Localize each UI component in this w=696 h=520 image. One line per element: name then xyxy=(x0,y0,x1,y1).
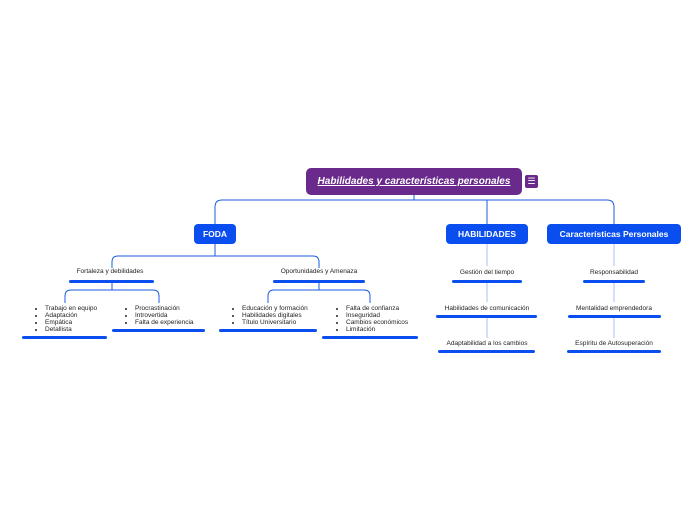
caracteristica-item-underline xyxy=(567,350,661,353)
caracteristica-item[interactable]: Mentalidad emprendedora xyxy=(563,305,665,312)
caracteristica-item-underline xyxy=(568,315,661,318)
subtopic-oportunidades[interactable]: Oportunidades y Amenaza xyxy=(270,268,368,275)
habilidad-item[interactable]: Gestión del tiempo xyxy=(436,269,538,276)
subtopic-oportunidades-underline xyxy=(273,280,365,283)
list-item: Detallista xyxy=(45,326,97,333)
list-item: Empática xyxy=(45,319,97,326)
topic-foda-label: FODA xyxy=(202,229,228,239)
subtopic-fortaleza[interactable]: Fortaleza y debilidades xyxy=(56,268,164,275)
list-item: Habilidades digitales xyxy=(242,312,308,319)
list-oportunidades-underline xyxy=(219,329,317,332)
subtopic-fortaleza-label: Fortaleza y debilidades xyxy=(76,268,144,275)
habilidad-item-label: Gestión del tiempo xyxy=(459,269,515,276)
caracteristica-item[interactable]: Espíritu de Autosuperación xyxy=(563,340,665,347)
list-item: Educación y formación xyxy=(242,305,308,312)
caracteristica-item-label: Mentalidad emprendedora xyxy=(576,305,652,312)
topic-habilidades-label: HABILIDADES xyxy=(457,229,517,239)
central-topic-label: Habilidades y características personales xyxy=(317,176,511,187)
list-item: Limitación xyxy=(346,326,408,333)
subtopic-oportunidades-label: Oportunidades y Amenaza xyxy=(280,268,358,275)
list-amenazas[interactable]: Falta de confianza Inseguridad Cambios e… xyxy=(324,305,408,333)
list-item: Inseguridad xyxy=(346,312,408,319)
list-item: Falta de experiencia xyxy=(135,319,194,326)
habilidad-item-underline xyxy=(438,350,535,353)
habilidad-item[interactable]: Adaptabilidad a los cambios xyxy=(436,340,538,347)
habilidad-item-label: Adaptabilidad a los cambios xyxy=(446,340,528,347)
habilidad-item-underline xyxy=(436,315,537,318)
central-topic[interactable]: Habilidades y características personales xyxy=(306,168,522,195)
topic-caracteristicas-label: Características Personales xyxy=(559,229,669,239)
list-item: Introvertida xyxy=(135,312,194,319)
list-item: Adaptación xyxy=(45,312,97,319)
list-item: Procrastinación xyxy=(135,305,194,312)
list-item: Título Universitario xyxy=(242,319,308,326)
caracteristica-item-label: Espíritu de Autosuperación xyxy=(575,340,653,347)
caracteristica-item[interactable]: Responsabilidad xyxy=(563,269,665,276)
list-debilidades-underline xyxy=(112,329,205,332)
habilidad-item[interactable]: Habilidades de comunicación xyxy=(436,305,538,312)
list-item: Trabajo en equipo xyxy=(45,305,97,312)
habilidad-item-underline xyxy=(452,280,522,283)
subtopic-fortaleza-underline xyxy=(69,280,154,283)
topic-foda[interactable]: FODA xyxy=(194,224,236,244)
hamburger-icon[interactable]: ☰ xyxy=(525,175,538,188)
list-debilidades[interactable]: Procrastinación Introvertida Falta de ex… xyxy=(113,305,194,326)
topic-habilidades[interactable]: HABILIDADES xyxy=(446,224,528,244)
topic-caracteristicas[interactable]: Características Personales xyxy=(547,224,681,244)
habilidad-item-label: Habilidades de comunicación xyxy=(444,305,530,312)
caracteristica-item-label: Responsabilidad xyxy=(589,269,639,276)
list-oportunidades[interactable]: Educación y formación Habilidades digita… xyxy=(220,305,308,326)
list-item: Cambios económicos xyxy=(346,319,408,326)
list-item: Falta de confianza xyxy=(346,305,408,312)
list-amenazas-underline xyxy=(322,336,418,339)
caracteristica-item-underline xyxy=(583,280,645,283)
list-fortalezas[interactable]: Trabajo en equipo Adaptación Empática De… xyxy=(23,305,97,333)
list-fortalezas-underline xyxy=(22,336,107,339)
